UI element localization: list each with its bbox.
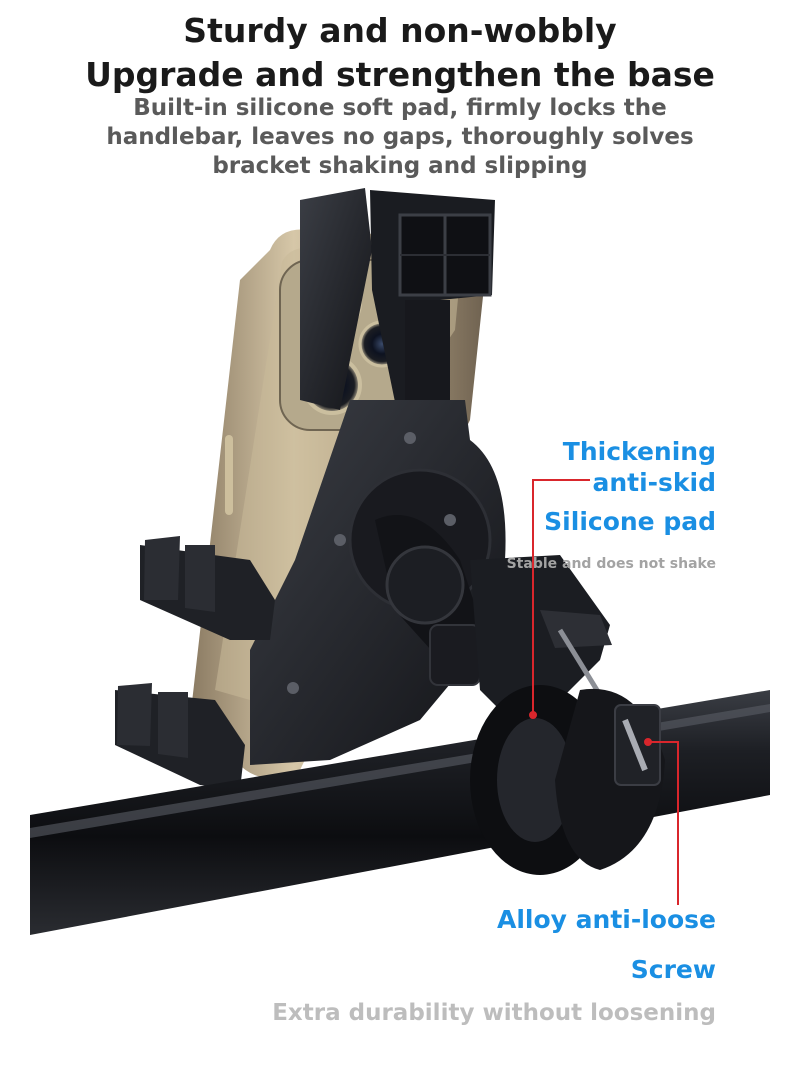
- pad-callout-line-1: Thickening: [562, 437, 716, 466]
- pad-leader-line: [529, 479, 590, 719]
- top-clamp: [300, 188, 495, 410]
- pad-callout-line-2: anti-skid: [592, 468, 716, 497]
- pad-callout-note: Stable and does not shake: [506, 556, 716, 572]
- screw-callout-title: Screw: [630, 955, 716, 984]
- handlebar: [30, 685, 770, 935]
- pad-callout-title: Silicone pad: [544, 507, 716, 536]
- subtitle-text: Built-in silicone soft pad, firmly locks…: [106, 95, 694, 179]
- screw-callout-note: Extra durability without loosening: [272, 1000, 716, 1026]
- headline-subtitle: Built-in silicone soft pad, firmly locks…: [0, 94, 800, 181]
- pad-callout-heading: Thickening anti-skid: [563, 436, 716, 498]
- screw-leader-line: [644, 738, 679, 905]
- screw-callout-line-1: Alloy anti-loose: [497, 905, 716, 934]
- headline-line-2: Upgrade and strengthen the base: [85, 55, 715, 94]
- headline-line-1: Sturdy and non-wobbly: [183, 11, 617, 50]
- left-clamp-upper: [140, 536, 275, 640]
- ball-joint: [375, 515, 481, 686]
- left-clamp-lower: [115, 683, 245, 790]
